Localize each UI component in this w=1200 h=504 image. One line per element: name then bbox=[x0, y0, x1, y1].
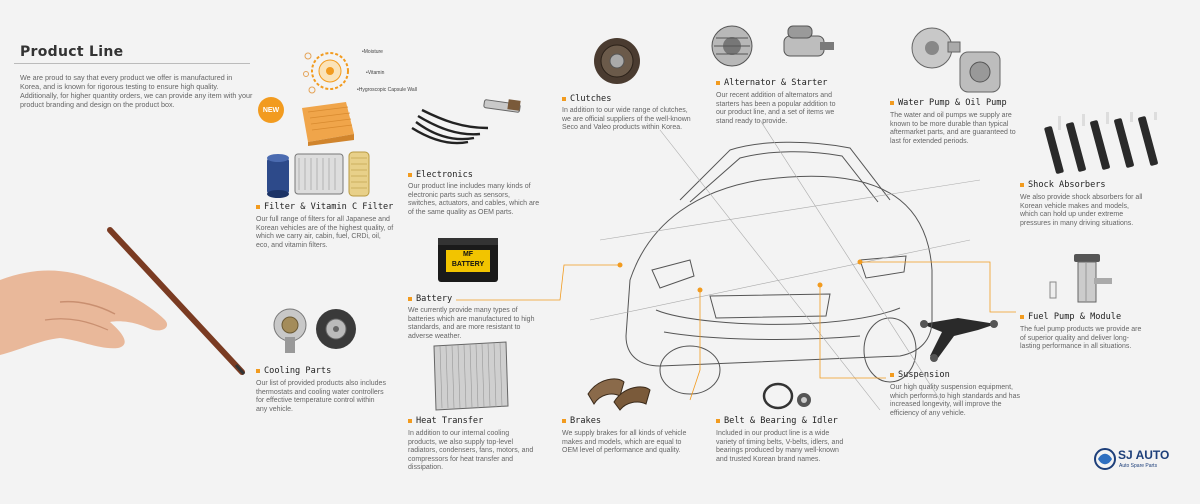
page-title: Product Line bbox=[20, 44, 124, 60]
electronics-section-text: Our product line includes many kinds of … bbox=[408, 183, 540, 216]
fuel-section-title: Fuel Pump & Module bbox=[1020, 312, 1121, 322]
shock-section-title: Shock Absorbers bbox=[1020, 180, 1106, 190]
brakes-section-text: We supply brakes for all kinds of vehicl… bbox=[562, 430, 687, 455]
fuel-pump-module-image bbox=[1049, 254, 1112, 303]
clutch-disc-image bbox=[594, 38, 640, 84]
alternator-starter-image bbox=[711, 25, 834, 67]
intro-text: We are proud to say that every product w… bbox=[20, 73, 253, 109]
shock-section-text: We also provide shock absorbers for all … bbox=[1020, 194, 1143, 227]
filter-section-text: Our full range of filters for all Japane… bbox=[256, 216, 394, 249]
heat-section-text: In addition to our internal cooling prod… bbox=[408, 430, 534, 472]
sj-auto-logo-icon bbox=[1094, 448, 1116, 470]
water-oil-pump-image bbox=[911, 27, 1001, 93]
battery-label-mf: MF bbox=[462, 251, 474, 258]
hand-pencil-illustration bbox=[0, 227, 246, 375]
thermostat-image bbox=[273, 308, 356, 353]
heat-section-title: Heat Transfer bbox=[408, 416, 483, 426]
capsule-label-moisture: •Moisture bbox=[362, 49, 383, 55]
cabin-filter-image bbox=[302, 102, 354, 146]
oil-air-fuel-filters-image bbox=[267, 151, 370, 198]
vitamin-capsule-diagram bbox=[303, 52, 349, 94]
belt-section-text: Included in our product line is a wide v… bbox=[716, 430, 844, 463]
title-divider bbox=[14, 63, 250, 64]
suspension-section-text: Our high quality suspension equipment, w… bbox=[890, 384, 1020, 417]
belt-bearing-image bbox=[762, 382, 811, 410]
car-sketch-illustration bbox=[589, 120, 981, 411]
cooling-section-text: Our list of provided products also inclu… bbox=[256, 380, 386, 413]
brand-tagline: Auto Spare Parts bbox=[1119, 463, 1158, 469]
alternator-section-title: Alternator & Starter bbox=[716, 78, 827, 88]
brand-name: SJ AUTO bbox=[1118, 448, 1170, 462]
new-badge: NEW bbox=[258, 97, 284, 123]
clutches-section-text: In addition to our wide range of clutche… bbox=[562, 107, 691, 132]
alternator-section-text: Our recent addition of alternators and s… bbox=[716, 92, 836, 125]
capsule-label-wall: •Hygroscopic Capsule Wall bbox=[357, 87, 417, 93]
water-section-title: Water Pump & Oil Pump bbox=[890, 98, 1007, 108]
filter-section-title: Filter & Vitamin C Filter bbox=[256, 202, 393, 212]
clutches-section-title: Clutches bbox=[562, 94, 611, 104]
electronics-section-title: Electronics bbox=[408, 170, 473, 180]
battery-label-text: BATTERY bbox=[451, 261, 485, 268]
battery-section-text: We currently provide many types of batte… bbox=[408, 307, 535, 340]
water-section-text: The water and oil pumps we supply are kn… bbox=[890, 112, 1016, 145]
battery-section-title: Battery bbox=[408, 294, 452, 304]
control-arm-image bbox=[920, 318, 998, 362]
belt-section-title: Belt & Bearing & Idler bbox=[716, 416, 838, 426]
radiator-image bbox=[433, 341, 509, 411]
battery-image: MF BATTERY bbox=[438, 238, 498, 282]
ignition-cables-spark-plug-image bbox=[411, 99, 521, 145]
shock-absorbers-image bbox=[1044, 112, 1158, 174]
brakes-section-title: Brakes bbox=[562, 416, 601, 426]
capsule-label-vitamin: •Vitamin bbox=[366, 70, 385, 76]
brake-pads-image bbox=[587, 378, 651, 411]
cooling-section-title: Cooling Parts bbox=[256, 366, 331, 376]
fuel-section-text: The fuel pump products we provide are of… bbox=[1020, 326, 1142, 351]
